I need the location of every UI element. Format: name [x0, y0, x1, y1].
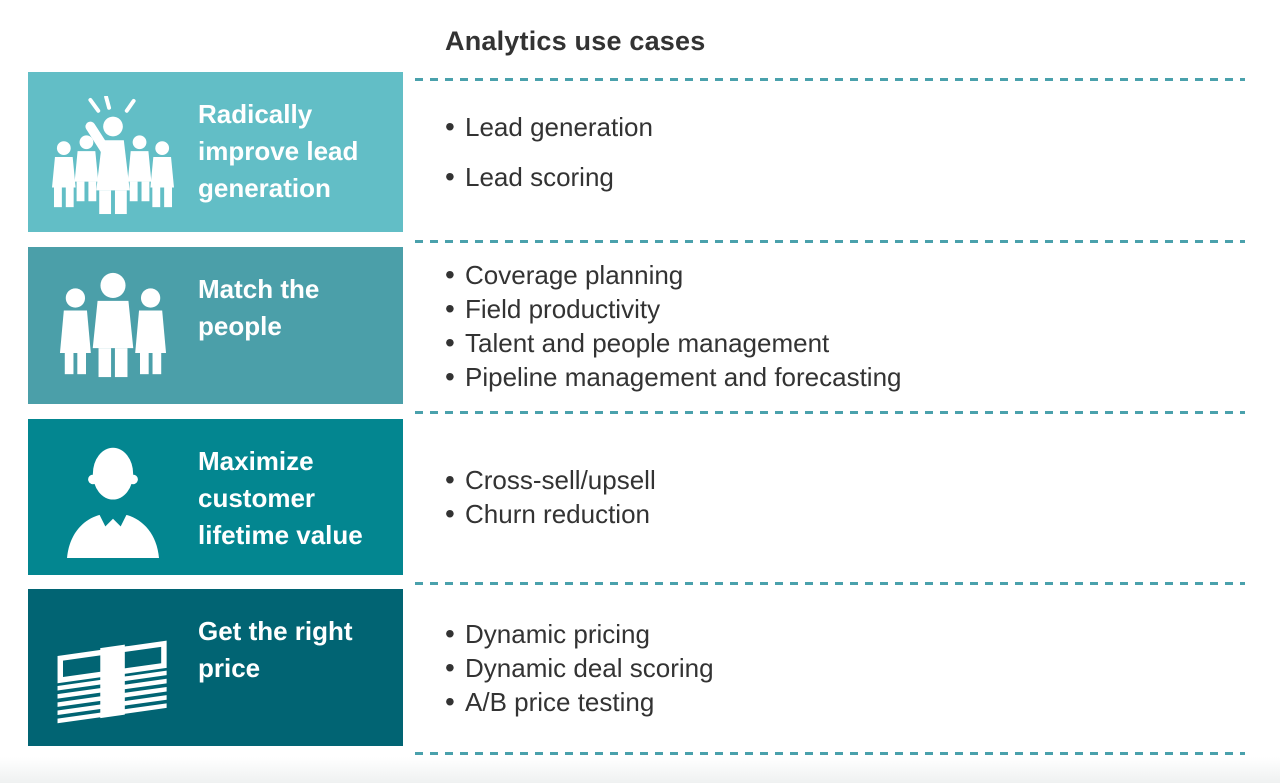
dashed-separator [415, 411, 1245, 414]
use-case-list: • Dynamic pricing • Dynamic deal scoring • A/… [445, 617, 1245, 719]
dashed-separator [415, 752, 1245, 755]
category-label: Get the right price [198, 613, 403, 687]
use-case-text: Field productivity [465, 293, 661, 324]
row-get-the-right-price: Get the right price • Dynamic pricing • Dyna… [0, 589, 1280, 746]
use-case-item: • Cross-sell/upsell [445, 463, 1245, 497]
use-case-text: Pipeline management and forecasting [465, 361, 902, 392]
category-label-line: Match the [198, 274, 320, 304]
dashed-separator [415, 582, 1245, 585]
bullet-icon: • [445, 651, 455, 683]
use-case-item: • Churn reduction [445, 497, 1245, 531]
category-label-line: Get the right [198, 616, 353, 646]
row-radically-improve-lead-generation: Radically improve lead generation • Lead ge… [0, 72, 1280, 232]
bullet-icon: • [445, 326, 455, 358]
use-case-item: • Dynamic deal scoring [445, 651, 1245, 685]
use-case-list: • Lead generation • Lead scoring [445, 110, 1245, 194]
category-label-line: people [198, 311, 282, 341]
use-case-item: • Field productivity [445, 292, 1245, 326]
use-case-item: • A/B price testing [445, 685, 1245, 719]
category-label-line: lifetime value [198, 520, 363, 550]
rows-container: Radically improve lead generation • Lead ge… [0, 72, 1280, 746]
category-label-line: Radically [198, 99, 313, 129]
category-label: Match the people [198, 271, 403, 345]
use-case-cell: • Dynamic pricing • Dynamic deal scoring • A/… [415, 589, 1245, 746]
category-box: Get the right price [28, 589, 403, 746]
use-case-text: Dynamic pricing [465, 618, 650, 649]
row-maximize-customer-lifetime-value: Maximize customer lifetime value • Cross-se… [0, 419, 1280, 575]
use-case-item: • Coverage planning [445, 258, 1245, 292]
bullet-icon: • [445, 617, 455, 649]
category-label: Maximize customer lifetime value [198, 443, 403, 554]
use-case-cell: • Cross-sell/upsell • Churn reduction [415, 419, 1245, 575]
three-people-icon [28, 271, 198, 379]
use-case-cell: • Coverage planning • Field productivity • Ta… [415, 247, 1245, 404]
category-box: Match the people [28, 247, 403, 404]
use-case-item: • Pipeline management and forecasting [445, 360, 1245, 394]
category-label-line: generation [198, 173, 331, 203]
bottom-fade [0, 757, 1280, 783]
money-stack-icon [28, 633, 198, 728]
businessman-icon [28, 443, 198, 558]
bullet-icon: • [445, 498, 455, 529]
category-label-line: Maximize [198, 446, 314, 476]
use-case-text: Coverage planning [465, 259, 684, 290]
category-box: Radically improve lead generation [28, 72, 403, 232]
leader-team-icon [28, 96, 198, 216]
use-case-text: Lead generation [465, 112, 653, 142]
category-label-line: improve lead [198, 136, 359, 166]
use-case-cell: • Lead generation • Lead scoring [415, 72, 1245, 232]
dashed-separator [415, 78, 1245, 81]
use-case-item: • Lead scoring [445, 160, 1245, 194]
use-case-list: • Cross-sell/upsell • Churn reduction [445, 463, 1245, 531]
bullet-icon: • [445, 161, 455, 192]
use-case-text: Cross-sell/upsell [465, 465, 656, 495]
use-case-text: A/B price testing [465, 686, 655, 717]
dashed-separator [415, 240, 1245, 243]
use-case-text: Talent and people management [465, 327, 830, 358]
use-case-item: • Lead generation [445, 110, 1245, 144]
use-case-text: Churn reduction [465, 499, 650, 529]
use-case-item: • Talent and people management [445, 326, 1245, 360]
use-case-item: • Dynamic pricing [445, 617, 1245, 651]
use-case-text: Lead scoring [465, 162, 614, 192]
bullet-icon: • [445, 685, 455, 717]
category-label-line: price [198, 653, 261, 683]
category-label: Radically improve lead generation [198, 96, 403, 207]
category-label-line: customer [198, 483, 316, 513]
use-case-list: • Coverage planning • Field productivity • Ta… [445, 258, 1245, 394]
page-title: Analytics use cases [445, 26, 706, 56]
bullet-icon: • [445, 464, 455, 495]
category-box: Maximize customer lifetime value [28, 419, 403, 575]
bullet-icon: • [445, 360, 455, 392]
row-match-the-people: Match the people • Coverage planning • Field… [0, 247, 1280, 404]
use-case-text: Dynamic deal scoring [465, 652, 714, 683]
bullet-icon: • [445, 111, 455, 142]
bullet-icon: • [445, 292, 455, 324]
bullet-icon: • [445, 258, 455, 290]
